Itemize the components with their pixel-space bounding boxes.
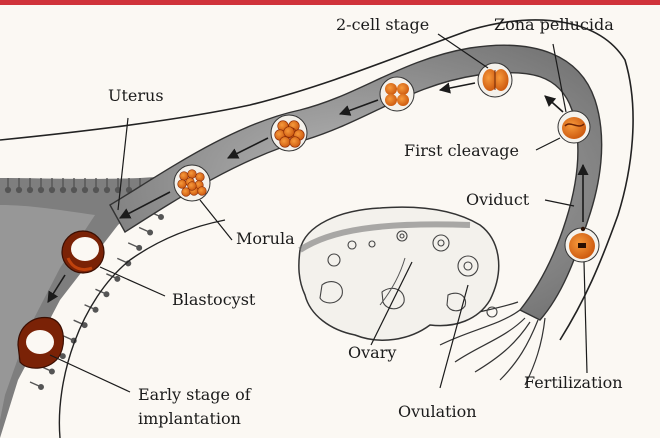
eight-cell-embryo xyxy=(271,115,307,151)
morula-embryo xyxy=(174,165,210,201)
label-early-stage-line2: implantation xyxy=(138,409,241,428)
uterine-gland xyxy=(128,243,141,250)
label-blastocyst: Blastocyst xyxy=(172,290,256,309)
uterine-gland xyxy=(139,227,152,234)
first-cleavage-embryo xyxy=(558,111,590,143)
label-ovulation: Ovulation xyxy=(398,402,477,421)
blastomere xyxy=(178,180,187,189)
label-zona-pellucida: Zona pellucida xyxy=(494,15,614,34)
label-ovary: Ovary xyxy=(348,343,396,362)
label-morula: Morula xyxy=(236,229,295,248)
label-uterus: Uterus xyxy=(108,86,164,105)
label-early-stage-line1: Early stage of xyxy=(138,385,252,404)
blastomere xyxy=(290,137,301,148)
label-two-cell-stage: 2-cell stage xyxy=(336,15,429,34)
ovary xyxy=(299,207,499,340)
blastomere xyxy=(196,173,205,182)
top-rule xyxy=(0,0,660,5)
blastocyst-embryo xyxy=(62,231,104,273)
blastomere xyxy=(280,137,291,148)
label-first-cleavage: First cleavage xyxy=(404,141,519,160)
four-cell-embryo xyxy=(380,77,414,111)
blastomere xyxy=(284,127,295,138)
blastomere xyxy=(188,170,197,179)
uterine-gland xyxy=(30,382,43,389)
label-fertilization: Fertilization xyxy=(524,373,623,392)
two-cell-embryo xyxy=(478,63,512,97)
blastomere xyxy=(188,182,197,191)
label-oviduct: Oviduct xyxy=(466,190,530,209)
blastomere xyxy=(198,187,207,196)
